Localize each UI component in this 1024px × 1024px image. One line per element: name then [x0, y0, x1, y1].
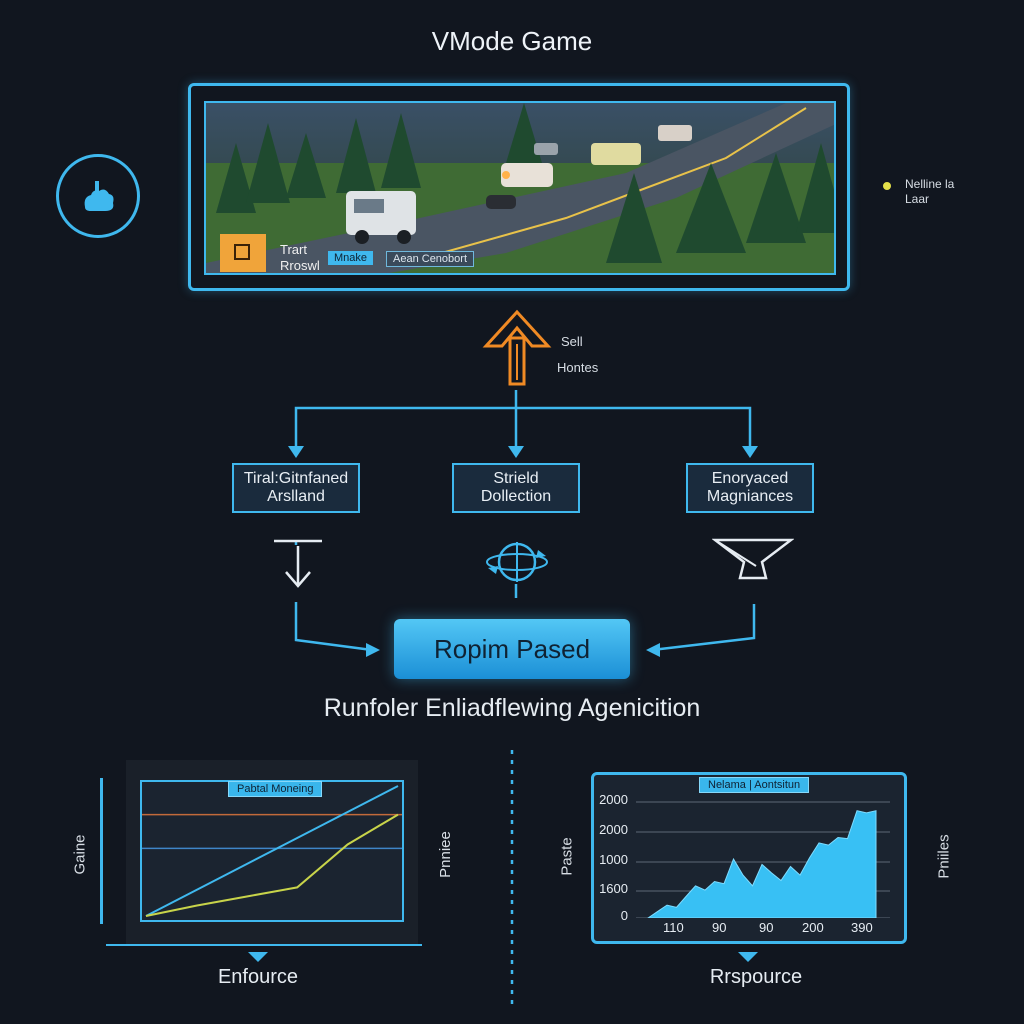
video-chip-secondary[interactable]: Aean Cenobort [386, 251, 474, 267]
node-right-line2: Magniances [706, 488, 794, 505]
right-chart-y-ticks: 2000 2000 1000 1600 0 [598, 792, 632, 926]
node-left-line1: Tiral:Gitnfaned [243, 470, 349, 487]
right-chart-right-label: Pniiles [935, 834, 953, 879]
video-chip-primary[interactable]: Mnake [328, 251, 374, 265]
left-line-chart [140, 780, 404, 922]
gameplay-video[interactable]: Trart Rroswl Mnake Aean Cenobort [204, 101, 836, 275]
video-overlay-line2: Rroswl [280, 258, 320, 273]
y-tick: 1600 [599, 881, 628, 896]
upload-arrow-icon [482, 309, 552, 386]
y-tick: 2000 [599, 822, 628, 837]
right-chart-title: Nelama | Aontsitun [699, 777, 810, 793]
funnel-icon [712, 538, 794, 580]
primary-action-label: Ropim Pased [433, 633, 591, 664]
node-right-line1: Enoryaced [711, 470, 789, 487]
y-tick: 1000 [599, 852, 628, 867]
node-center-line1: Strield [493, 470, 539, 487]
right-chart-bottom-label: Rrspource [709, 966, 803, 988]
y-tick: 2000 [599, 792, 628, 807]
x-tick: 200 [802, 920, 824, 935]
diagram-title: VMode Game [431, 26, 593, 56]
left-chart-bottom-label: Enfource [217, 966, 299, 988]
upload-label-1: Sell [561, 334, 583, 349]
video-overlay-badge [220, 234, 266, 272]
video-overlay-line1: Trart [280, 242, 307, 257]
node-left-line2: Arslland [267, 488, 325, 505]
video-overlay-text: Trart Rroswl [280, 242, 320, 273]
video-frame [188, 83, 850, 291]
x-tick: 390 [851, 920, 873, 935]
side-note-line1: Nelline la [905, 177, 955, 191]
left-chart-title: Pabtal Moneing [228, 781, 323, 797]
series-line [145, 813, 399, 917]
upload-label-2: Hontes [557, 360, 599, 375]
area-series [647, 810, 877, 918]
left-chart-baseline [106, 944, 422, 946]
left-chart-right-label: Pnniee [436, 831, 454, 878]
side-note-line2: Laar [905, 192, 930, 206]
y-tick: 0 [620, 908, 628, 923]
right-chart-y-label: Paste [558, 837, 576, 876]
x-tick: 110 [663, 920, 684, 935]
left-chart-y-label: Gaine [71, 834, 89, 875]
x-tick: 90 [759, 920, 774, 935]
left-chart-axis-line [100, 778, 103, 924]
primary-action-button[interactable]: Ropim Pased [394, 619, 630, 679]
cycle-globe-icon [486, 542, 548, 582]
download-arrow-icon [274, 539, 322, 588]
right-area-chart [636, 801, 890, 918]
side-note: Nelline la Laar [905, 177, 954, 207]
section-subtitle: Runfoler Enliadflewing Agenicition [323, 694, 701, 722]
camera-icon [56, 154, 140, 238]
status-dot [883, 182, 891, 190]
series-line [145, 785, 399, 917]
node-center-line2: Dollection [480, 488, 552, 505]
x-tick: 90 [712, 920, 727, 935]
